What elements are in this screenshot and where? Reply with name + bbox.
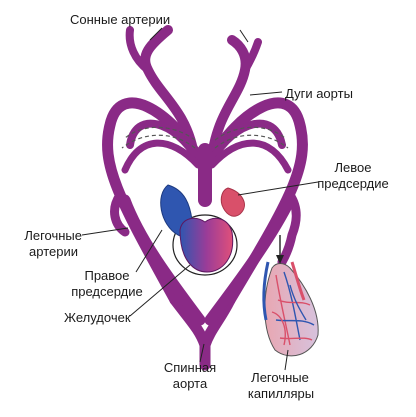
ventricle xyxy=(179,217,234,273)
label-dorsal-aorta-1: Спинная xyxy=(163,360,217,375)
label-left-atrium-1: Левое xyxy=(334,160,372,175)
lung-vessel xyxy=(262,261,270,321)
leader-lines xyxy=(81,27,319,371)
lung-vessel-red xyxy=(290,261,306,301)
right-carotid-branch xyxy=(241,38,262,74)
label-left-atrium-2: предсердие xyxy=(317,176,389,191)
label-right-atrium-1: Правое xyxy=(84,268,130,283)
lung-sac xyxy=(264,263,319,357)
right-inner-arch xyxy=(208,119,286,164)
lung-arrow xyxy=(276,235,284,264)
left-inner-arch xyxy=(126,119,202,164)
dorsal-aorta-right xyxy=(204,194,296,326)
label-dorsal-aorta-2: аорта xyxy=(172,376,208,391)
vestigial-arches xyxy=(121,126,289,149)
lung xyxy=(262,261,319,357)
label-lung-capillaries-2: капилляры xyxy=(247,386,315,401)
label-aortic-arches: Дуги аорты xyxy=(285,86,353,101)
carotid-arteries xyxy=(125,25,262,155)
label-lung-capillaries-1: Легочные xyxy=(251,370,309,385)
left-carotid-branch xyxy=(125,26,152,74)
right-mid-arch xyxy=(208,139,292,174)
label-pulmonary-arteries-2: артерии xyxy=(29,244,78,259)
label-ventricle: Желудочек xyxy=(64,310,131,325)
pulmonary-arteries xyxy=(110,190,301,267)
left-atrium xyxy=(220,187,245,217)
left-mid-arch xyxy=(121,139,202,174)
lung-capillaries xyxy=(271,271,315,346)
label-pulmonary-arteries-1: Легочные xyxy=(24,228,82,243)
label-right-atrium-2: предсердие xyxy=(71,284,143,299)
label-carotid-arteries: Сонные артерии xyxy=(70,12,171,27)
dorsal-aorta-left xyxy=(119,194,206,326)
